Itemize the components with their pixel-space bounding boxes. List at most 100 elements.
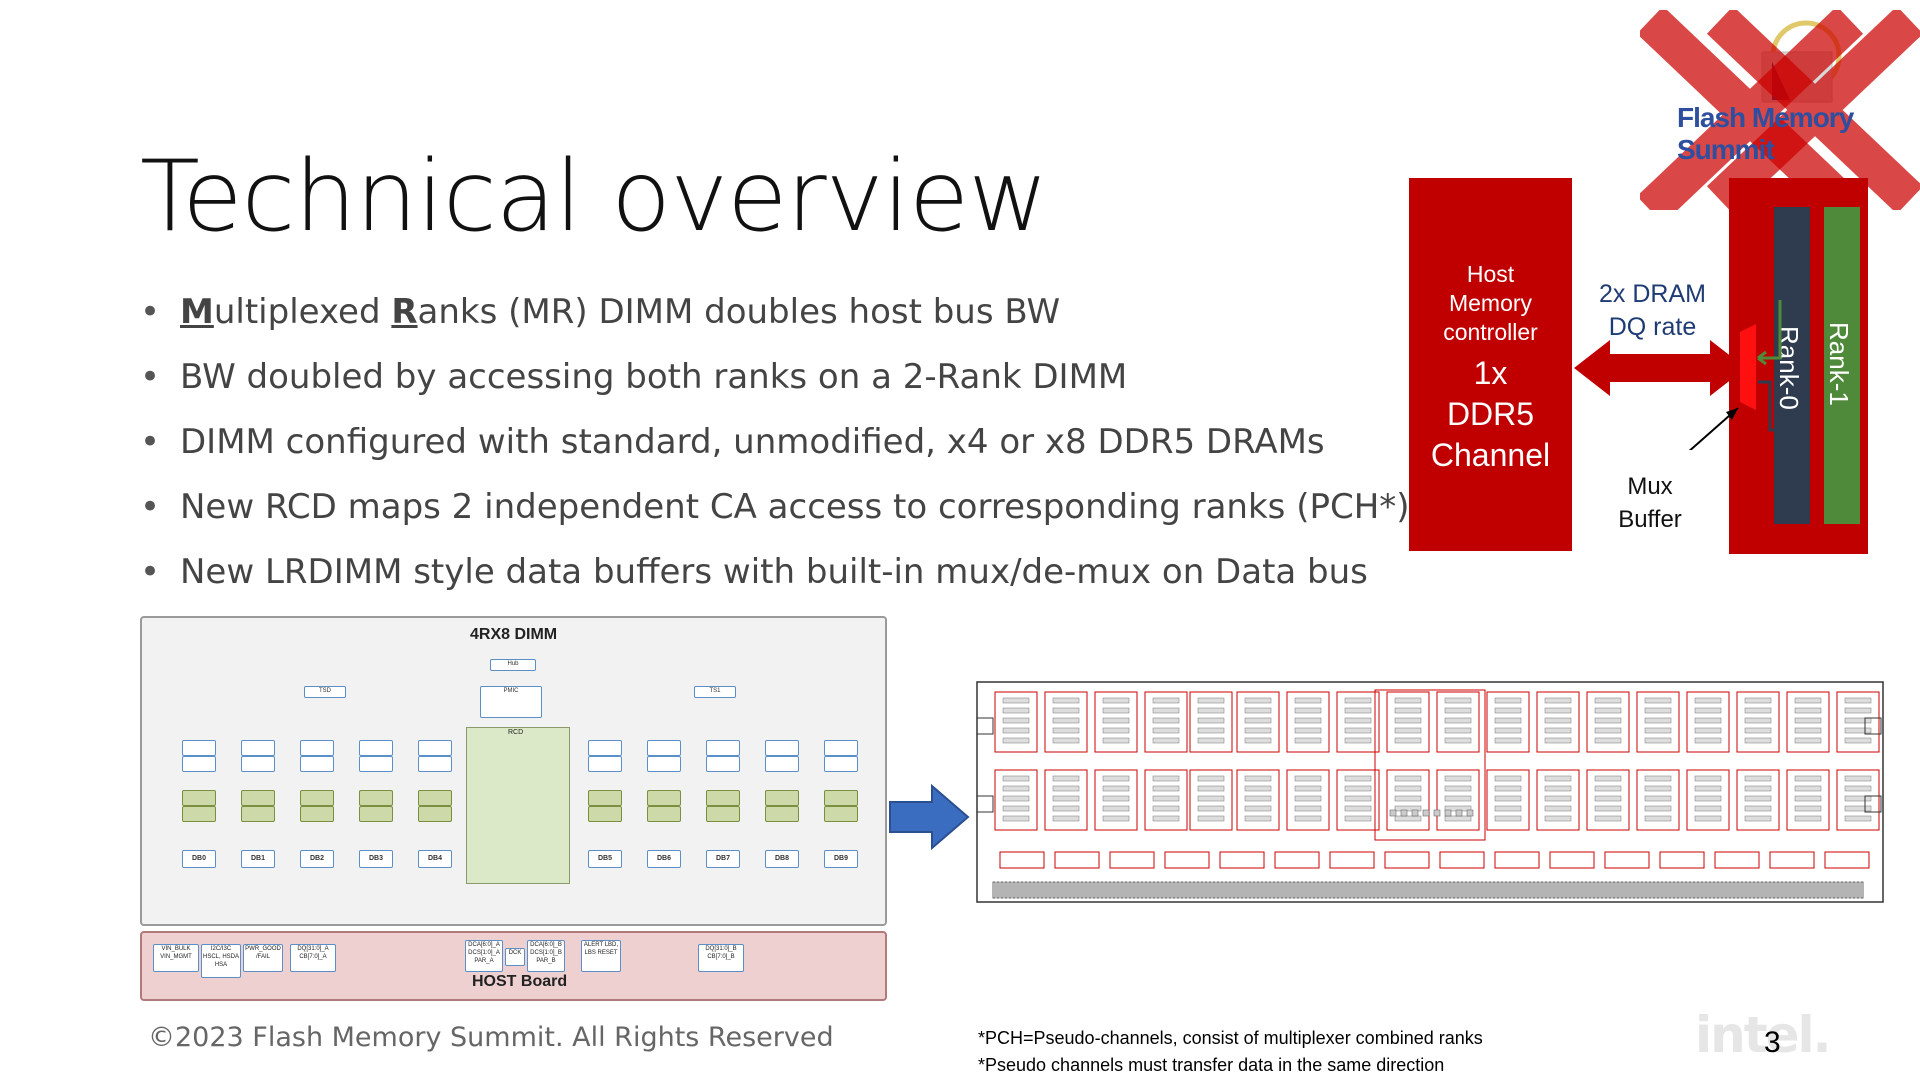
dram-chip (588, 806, 622, 822)
mux-buffer-label: Mux Buffer (1618, 473, 1682, 533)
host-memory-controller-box: Host Memory controller 1x DDR5 Channel (1409, 178, 1572, 551)
dram-chip (824, 756, 858, 772)
dram-chip (418, 756, 452, 772)
dram-chip (418, 806, 452, 822)
bullet-item: BW doubled by accessing both ranks on a … (140, 355, 1410, 420)
hub-chip: Hub (490, 659, 536, 671)
host-item: DCK (505, 948, 525, 966)
logo-text: Flash Memory Summit (1677, 102, 1854, 165)
dimm-schematic-title: 4RX8 DIMM (470, 626, 558, 643)
dram-chip (588, 756, 622, 772)
bullet-emphasis-m: M (180, 292, 214, 332)
dram-chip (300, 740, 334, 756)
page-number: 3 (1764, 1026, 1781, 1059)
dram-chip (706, 740, 740, 756)
right-arrow-icon (889, 784, 970, 850)
tsd-chip: TSD (304, 686, 346, 698)
dram-chip (241, 790, 275, 806)
bullet-item: DIMM configured with standard, unmodifie… (140, 420, 1410, 485)
dram-chip (647, 790, 681, 806)
pcb-layout-drawing (976, 681, 1884, 903)
bullet-text: anks (MR) DIMM doubles host bus BW (417, 292, 1061, 332)
data-buffer-chip: DB2 (300, 850, 334, 868)
data-buffer-chip: DB4 (418, 850, 452, 868)
bullet-item: Multiplexed Ranks (MR) DIMM doubles host… (140, 290, 1410, 355)
bullet-item: New RCD maps 2 independent CA access to … (140, 485, 1410, 550)
dram-chip (647, 740, 681, 756)
data-buffer-chip: DB6 (647, 850, 681, 868)
pmic-chip: PMIC (480, 686, 542, 718)
dq-rate-label: 2x DRAM DQ rate (1599, 280, 1706, 341)
bullet-text: ultiplexed (213, 292, 392, 332)
host-item: VIN_BULK VIN_MGMT (153, 944, 199, 972)
dram-chip (706, 806, 740, 822)
dram-chip (300, 790, 334, 806)
bullet-text: New LRDIMM style data buffers with built… (180, 552, 1368, 592)
intel-logo: intel. (1695, 1006, 1832, 1064)
dram-chip (824, 740, 858, 756)
ddr5-channel-label: 1x DDR5 Channel (1430, 355, 1551, 473)
dram-chip (824, 790, 858, 806)
dram-chip (359, 740, 393, 756)
dram-chip (588, 740, 622, 756)
host-item: PWR_GOOD /FAIL (243, 944, 283, 972)
dram-chip (765, 756, 799, 772)
dram-chip (182, 806, 216, 822)
dram-chip (359, 806, 393, 822)
dram-chip (647, 756, 681, 772)
bullet-item: New LRDIMM style data buffers with built… (140, 550, 1410, 615)
host-item: DCA[6:0]_B DCS[1:0]_B PAR_B (527, 940, 565, 972)
dram-chip (182, 756, 216, 772)
host-item: ALERT LBD, LBS RESET (581, 940, 621, 972)
data-buffer-chip: DB1 (241, 850, 275, 868)
dram-chip (182, 740, 216, 756)
data-buffer-chip: DB8 (765, 850, 799, 868)
dram-chip (588, 790, 622, 806)
data-buffer-chip: DB7 (706, 850, 740, 868)
host-item: DCA[6:0]_A DCS[1:0]_A PAR_A (465, 940, 503, 972)
ts1-chip: TS1 (694, 686, 736, 698)
data-buffer-chip: DB5 (588, 850, 622, 868)
dram-chip (300, 756, 334, 772)
rank-1-bar (1824, 207, 1860, 524)
footnote-pseudo-channel: *Pseudo channels must transfer data in t… (978, 1055, 1445, 1075)
host-box-label: Host Memory controller (1443, 261, 1538, 345)
dram-chip (241, 806, 275, 822)
dram-chip (765, 740, 799, 756)
rank-1-label: Rank-1 (1824, 322, 1854, 406)
dram-chip (182, 790, 216, 806)
bullet-text: New RCD maps 2 independent CA access to … (180, 487, 1410, 527)
bullet-text: DIMM configured with standard, unmodifie… (180, 422, 1325, 462)
dram-chip (647, 806, 681, 822)
bullet-list: Multiplexed Ranks (MR) DIMM doubles host… (140, 290, 1410, 615)
dram-chip (706, 790, 740, 806)
dram-chip (241, 740, 275, 756)
footnote-pch: *PCH=Pseudo-channels, consist of multipl… (978, 1028, 1483, 1048)
arrows-graphic (1574, 300, 1782, 450)
dram-chip (241, 756, 275, 772)
host-item: DQ[31:0]_B CB[7:0]_B (698, 944, 744, 972)
data-buffer-chip: DB9 (824, 850, 858, 868)
data-buffer-chip: DB0 (182, 850, 216, 868)
dram-chip (765, 806, 799, 822)
dram-chip (418, 790, 452, 806)
bullet-text: BW doubled by accessing both ranks on a … (180, 357, 1128, 397)
host-board-title: HOST Board (472, 973, 568, 990)
dram-chip (359, 756, 393, 772)
copyright-footer: ©2023 Flash Memory Summit. All Rights Re… (148, 1022, 834, 1053)
rank-0-bar (1774, 207, 1810, 524)
data-buffer-chip: DB3 (359, 850, 393, 868)
dram-chip (824, 806, 858, 822)
bullet-emphasis-r: R (391, 292, 418, 332)
host-item: DQ[31:0]_A CB[7:0]_A (290, 944, 336, 972)
dram-chip (300, 806, 334, 822)
dram-chip (765, 790, 799, 806)
slide-title: Technical overview (140, 140, 1048, 254)
host-item: I2C/I3C HSCL, HSDA HSA (201, 944, 241, 978)
dram-chip (706, 756, 740, 772)
rcd-block (466, 727, 570, 884)
rcd-label: RCD (508, 729, 524, 736)
dram-chip (418, 740, 452, 756)
dram-chip (359, 790, 393, 806)
